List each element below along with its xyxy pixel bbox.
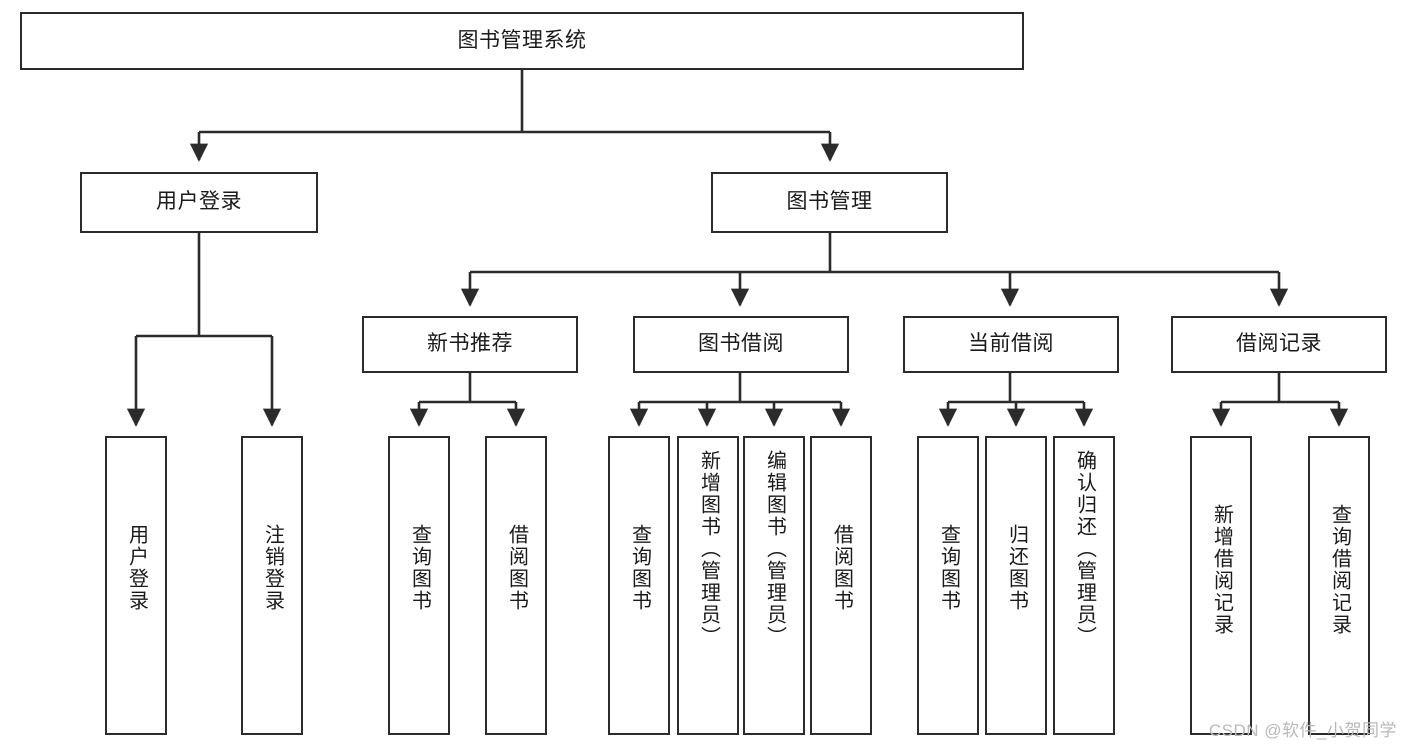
leaf-new-book-query-label: 查询图书 — [408, 524, 431, 612]
leaf-record-add[interactable]: 新增借阅记录 — [1190, 436, 1252, 735]
leaf-record-query-label: 查询借阅记录 — [1328, 504, 1351, 636]
leaf-new-book-borrow-label: 借阅图书 — [505, 524, 528, 612]
leaf-borrow-edit-book[interactable]: 编辑图书（管理员） — [743, 436, 805, 735]
leaf-borrow-add-book[interactable]: 新增图书（管理员） — [677, 436, 739, 735]
leaf-current-confirm-return[interactable]: 确认归还（管理员） — [1053, 436, 1115, 735]
leaf-new-book-query[interactable]: 查询图书 — [388, 436, 450, 735]
leaf-borrow-borrow-book-label: 借阅图书 — [830, 524, 853, 612]
node-root-label: 图书管理系统 — [457, 28, 587, 52]
leaf-user-login-login-label: 用户登录 — [125, 524, 148, 612]
node-user-login-label: 用户登录 — [156, 190, 242, 214]
node-new-book-recommend[interactable]: 新书推荐 — [362, 316, 578, 373]
node-book-management-label: 图书管理 — [786, 190, 873, 214]
leaf-record-add-label: 新增借阅记录 — [1210, 504, 1233, 636]
node-current-borrow-label: 当前借阅 — [968, 332, 1054, 356]
node-book-borrow[interactable]: 图书借阅 — [633, 316, 849, 373]
leaf-borrow-borrow-book[interactable]: 借阅图书 — [810, 436, 872, 735]
leaf-borrow-query-book[interactable]: 查询图书 — [608, 436, 670, 735]
leaf-current-return-book-label: 归还图书 — [1005, 524, 1028, 612]
node-borrow-record-label: 借阅记录 — [1236, 332, 1322, 356]
leaf-current-return-book[interactable]: 归还图书 — [985, 436, 1047, 735]
leaf-current-confirm-return-label: 确认归还（管理员） — [1073, 450, 1096, 648]
leaf-new-book-borrow[interactable]: 借阅图书 — [485, 436, 547, 735]
node-root[interactable]: 图书管理系统 — [20, 12, 1024, 70]
leaf-borrow-edit-book-label: 编辑图书（管理员） — [763, 450, 786, 648]
leaf-record-query[interactable]: 查询借阅记录 — [1308, 436, 1370, 735]
leaf-user-login-login[interactable]: 用户登录 — [105, 436, 167, 735]
node-user-login[interactable]: 用户登录 — [80, 172, 318, 233]
leaf-user-login-logout[interactable]: 注销登录 — [241, 436, 303, 735]
node-book-management[interactable]: 图书管理 — [711, 172, 948, 233]
node-new-book-recommend-label: 新书推荐 — [427, 332, 513, 356]
node-book-borrow-label: 图书借阅 — [698, 332, 784, 356]
leaf-borrow-add-book-label: 新增图书（管理员） — [697, 450, 720, 648]
node-current-borrow[interactable]: 当前借阅 — [903, 316, 1119, 373]
leaf-user-login-logout-label: 注销登录 — [261, 524, 284, 612]
leaf-current-query-book-label: 查询图书 — [937, 524, 960, 612]
leaf-borrow-query-book-label: 查询图书 — [628, 524, 651, 612]
leaf-current-query-book[interactable]: 查询图书 — [917, 436, 979, 735]
node-borrow-record[interactable]: 借阅记录 — [1171, 316, 1387, 373]
